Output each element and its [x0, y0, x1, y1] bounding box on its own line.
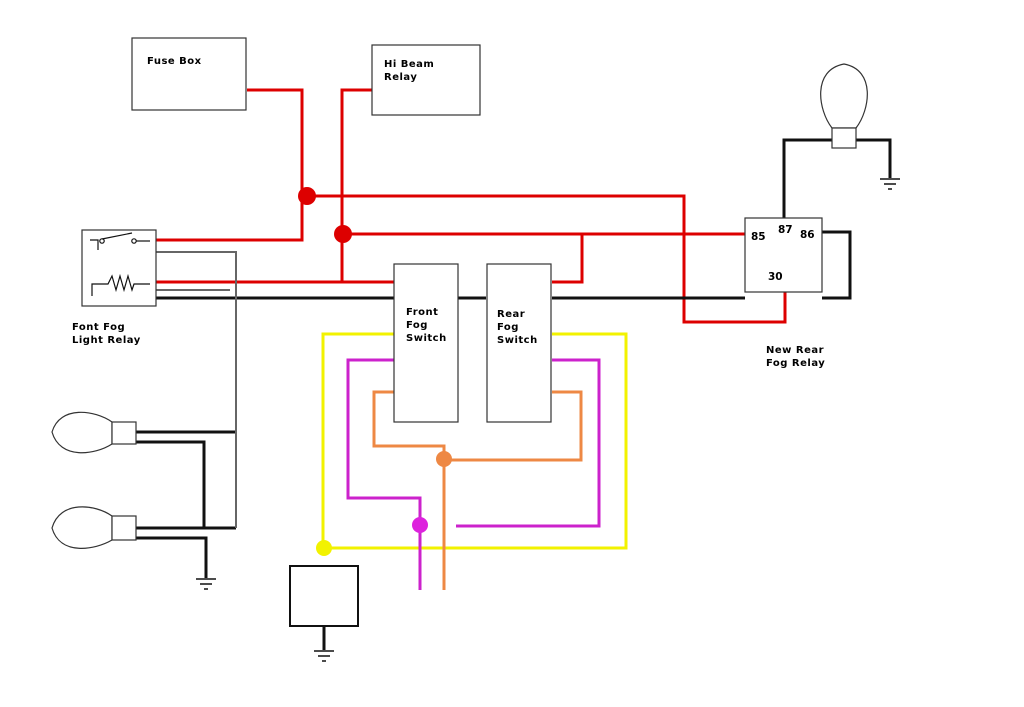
bulb-icon	[51, 506, 137, 549]
hi-beam-feed-wire	[340, 88, 372, 282]
pin86-ground-wire	[822, 230, 852, 300]
ground-icon	[880, 178, 900, 190]
new-rear-fog-relay-label-line1: New Rear	[766, 345, 825, 356]
orange-left-wire	[372, 390, 446, 590]
rear-bulb-ground-wire	[856, 138, 892, 178]
front-fog-relay-label: Font Fog Light Relay	[72, 321, 141, 347]
front-fog-switch-label-line1: Front	[406, 307, 439, 318]
junction-dot-red-2	[334, 225, 352, 243]
relay-pin-30: 30	[768, 271, 783, 283]
yellow-wires	[321, 332, 628, 550]
hi-beam-relay-label-line1: Hi Beam	[384, 59, 435, 70]
rear-fog-switch-box	[486, 263, 552, 423]
fuse-feed-wire	[156, 88, 304, 242]
orange-right-wire	[444, 390, 583, 462]
ground-icon	[314, 650, 334, 662]
ground-icon	[196, 578, 216, 590]
hi-beam-relay-label-line2: Relay	[384, 72, 418, 83]
magenta-right-wire	[456, 358, 601, 528]
new-rear-fog-relay-box	[744, 217, 823, 293]
relay-pin-87: 87	[778, 224, 793, 236]
hi-beam-relay-label: Hi Beam Relay	[384, 58, 434, 84]
magenta-wires	[346, 358, 601, 590]
front-fog-switch-label-line2: Fog	[406, 320, 428, 331]
gray-wire-1	[156, 251, 237, 528]
hi-beam-relay-box	[371, 44, 481, 116]
new-rear-fog-relay-label: New Rear Fog Relay	[766, 344, 825, 370]
rear-bulb-wire	[782, 138, 832, 218]
front-fog-relay-label-line1: Font Fog	[72, 322, 126, 333]
relay-pin-86: 86	[800, 229, 815, 241]
orange-wires	[372, 390, 583, 590]
rear-fog-switch-label: Rear Fog Switch	[497, 308, 538, 347]
front-fog-switch-label-line3: Switch	[406, 333, 447, 344]
bulb1-ground-wire	[136, 440, 206, 528]
black-wires	[136, 138, 892, 650]
new-rear-fog-relay-label-line2: Fog Relay	[766, 358, 826, 369]
rear-switch-feed-wire	[552, 234, 584, 284]
bulb-icon	[51, 411, 137, 454]
ground-box	[289, 565, 359, 627]
rear-fog-switch-label-line3: Switch	[497, 335, 538, 346]
junction-dot-yellow	[316, 540, 332, 556]
gray-wires	[156, 251, 237, 528]
red-wires	[156, 88, 787, 324]
rear-fog-switch-label-line1: Rear	[497, 309, 526, 320]
junction-dot-magenta	[412, 517, 428, 533]
front-fog-relay-label-line2: Light Relay	[72, 335, 141, 346]
front-fog-switch-label: Front Fog Switch	[406, 306, 447, 345]
relay-contact-icon	[90, 232, 150, 250]
fuse-box	[131, 37, 247, 111]
front-fog-switch-box	[393, 263, 459, 423]
relay-coil-icon	[91, 273, 150, 296]
junction-dot-red-1	[298, 187, 316, 205]
junction-dot-orange	[436, 451, 452, 467]
front-fog-relay-box	[81, 229, 157, 307]
fuse-box-label: Fuse Box	[147, 56, 202, 67]
yellow-left-wire	[321, 332, 628, 550]
front-fog-relay	[81, 229, 157, 307]
rear-fog-switch-label-line2: Fog	[497, 322, 519, 333]
bulb-icon	[820, 63, 868, 149]
bulb2-ground-wire	[136, 536, 208, 578]
relay-pin-85: 85	[751, 231, 766, 243]
upper-red-wire	[308, 194, 787, 324]
